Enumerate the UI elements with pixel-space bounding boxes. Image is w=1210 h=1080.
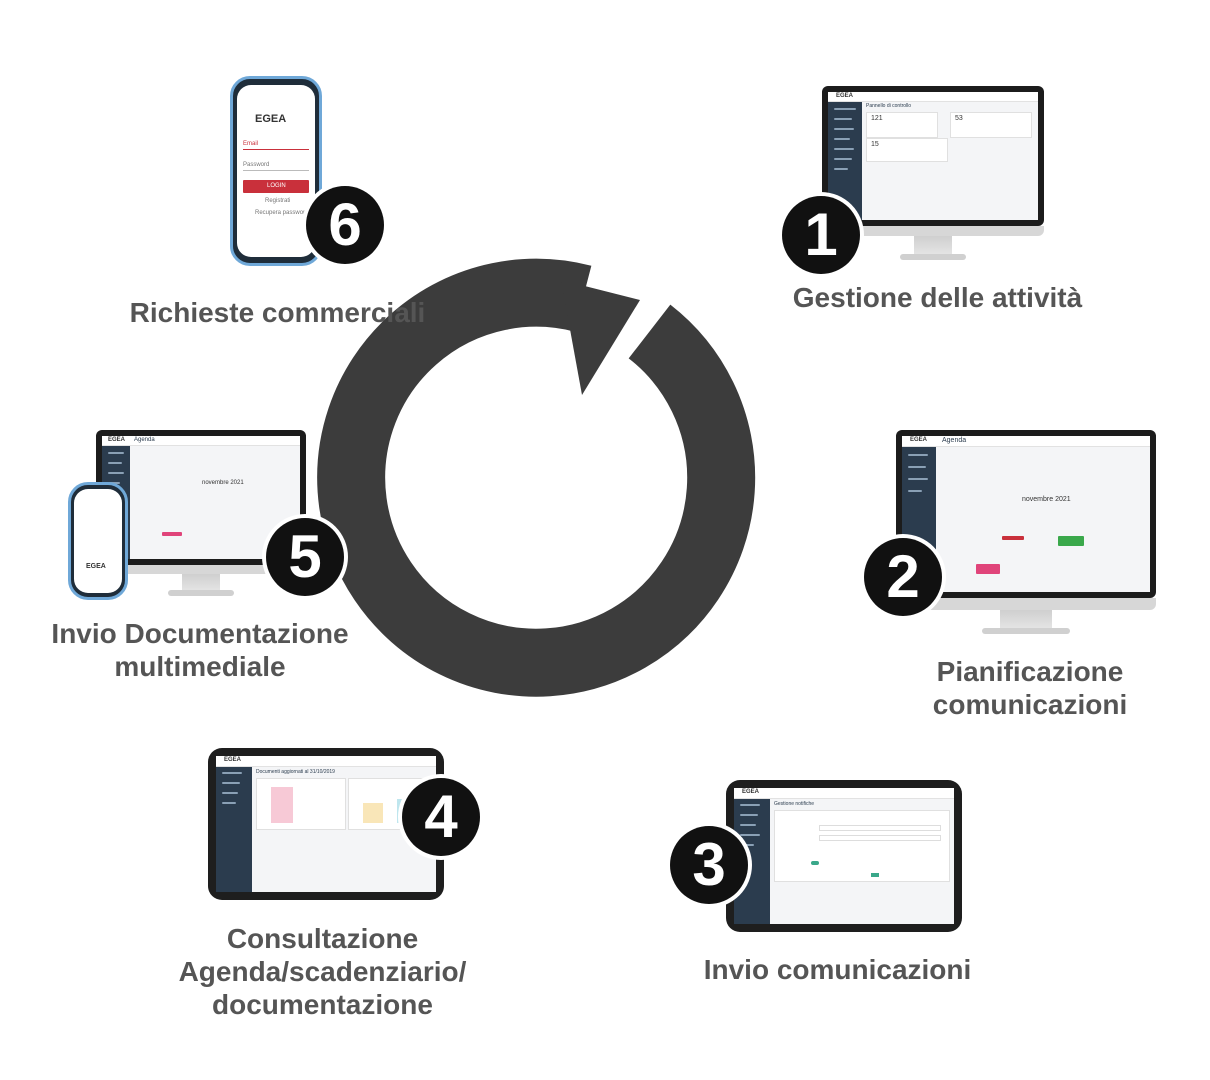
register-link[interactable]: Registrati [265,198,291,204]
notifications-screen: EGEA Gestione notifiche [734,788,954,924]
brand-logo: EGEA [910,437,928,443]
stat-value: 15 [871,141,879,148]
step-6-label: Richieste commerciali [129,297,426,328]
login-screen: EGEA Email Password LOGIN Registrati Rec… [237,85,315,257]
step-3-label: Invio comunicazioni [703,954,972,985]
password-field[interactable]: Password [243,162,270,168]
step-2-badge: 2 [864,538,942,616]
dashboard-title: Pannello di controllo [866,103,912,109]
step-5-label-line2: multimediale [114,651,286,682]
calendar-month: novembre 2021 [1022,496,1071,503]
phone-documents-device: EGEA [68,482,128,600]
step-2-label-line1: Pianificazione [936,656,1124,687]
phone-documents-screen: EGEA [74,489,122,593]
brand-logo: EGEA [742,789,760,795]
step-5-label-line1: Invio Documentazione [51,618,349,649]
step-1-label: Gestione delle attività [792,282,1083,313]
documents-tablet: EGEA Documenti aggiornati al 31/10/2019 [208,748,444,900]
brand-logo: EGEA [255,113,287,125]
step-4-label-line1: Consultazione [226,923,419,954]
dashboard-monitor: EGEA Pannello di controllo 121 53 15 [822,86,1044,264]
step-4-label: Consultazione Agenda/scadenziario/ docum… [130,922,515,1021]
step-4-label-line3: documentazione [212,989,433,1020]
step-2-label-line2: comunicazioni [932,689,1128,720]
recover-password-link[interactable]: Recupera password [255,210,309,216]
agenda-monitor: EGEA Agenda novembre 2021 [896,430,1156,640]
stat-value: 53 [955,115,963,122]
dashboard-screen: EGEA Pannello di controllo 121 53 15 [828,92,1038,220]
brand-logo: EGEA [836,93,854,99]
documents-screen: EGEA Documenti aggiornati al 31/10/2019 [216,756,436,892]
step-2-label: Pianificazione comunicazioni [870,655,1190,721]
stat-value: 121 [871,115,883,122]
login-button-label: LOGIN [267,183,286,189]
phone-notch [263,79,289,85]
step-4-label-line2: Agenda/scadenziario/ [178,956,467,987]
calendar-month: novembre 2021 [202,480,244,486]
email-field[interactable]: Email [243,141,259,147]
agenda-title: Agenda [942,437,967,444]
notifications-tablet: EGEA Gestione notifiche [726,780,962,932]
step-1-badge: 1 [782,196,860,274]
notifications-title: Gestione notifiche [774,801,815,807]
agenda-title: Agenda [134,437,155,443]
documents-title: Documenti aggiornati al 31/10/2019 [256,769,335,775]
step-6-badge: 6 [306,186,384,264]
step-4-badge: 4 [402,778,480,856]
brand-logo: EGEA [224,757,242,763]
login-button[interactable]: LOGIN [243,180,309,193]
step-5-badge: 5 [266,518,344,596]
step-5-label: Invio Documentazione multimediale [20,617,380,683]
brand-logo: EGEA [86,563,106,570]
step-3-badge: 3 [670,826,748,904]
brand-logo: EGEA [108,437,126,443]
